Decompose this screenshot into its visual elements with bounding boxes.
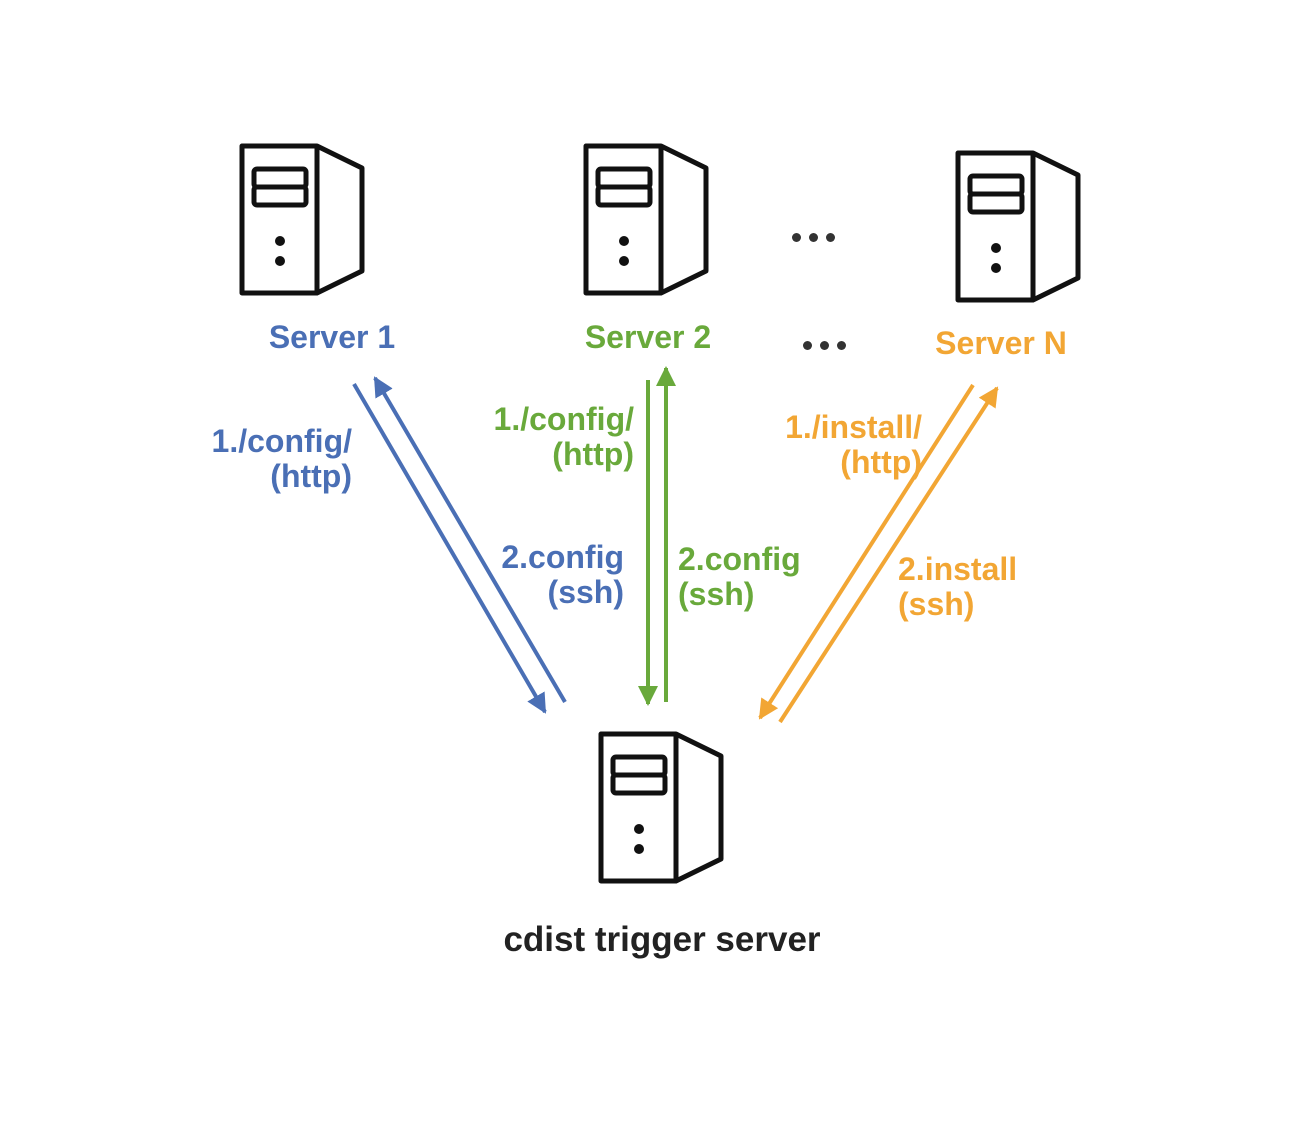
sn-up-arrow <box>778 386 999 724</box>
s1-up-arrow <box>373 376 567 704</box>
sn-up-label: 1./install/ (http) <box>785 409 922 480</box>
s1-down-arrow <box>352 382 547 714</box>
server-2-label: Server 2 <box>584 319 712 355</box>
ellipsis-labels-row <box>803 341 846 350</box>
trigger-server-icon <box>601 734 721 881</box>
trigger-server-label: cdist trigger server <box>503 920 821 959</box>
sn-down-label: 2.install (ssh) <box>898 551 1018 622</box>
sn-down-arrow <box>758 383 975 720</box>
server-1-icon <box>242 146 362 293</box>
server-n-label: Server N <box>935 325 1067 361</box>
server-n-icon <box>958 153 1078 300</box>
s1-down-label: 2.config (ssh) <box>501 539 624 610</box>
ellipsis-icons-row <box>792 233 835 242</box>
s1-up-label: 1./config/ (http) <box>211 423 352 494</box>
server-1-label: Server 1 <box>268 319 396 355</box>
s2-down-label: 2.config (ssh) <box>678 541 801 612</box>
s2-up-label: 1./config/ (http) <box>493 401 634 472</box>
server-2-icon <box>586 146 706 293</box>
